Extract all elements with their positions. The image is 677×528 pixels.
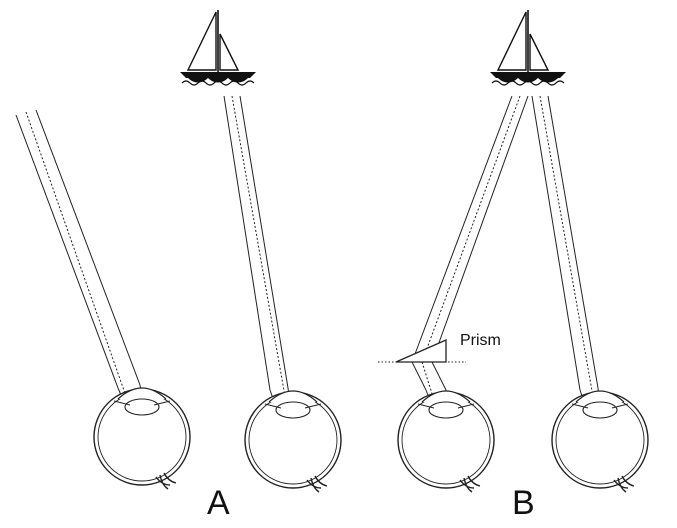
panel-b-label: B	[512, 484, 535, 522]
eye-icon	[93, 387, 191, 490]
panel-a: A	[15, 9, 342, 522]
prism-icon	[378, 339, 466, 363]
sailboat-icon	[489, 9, 567, 86]
left-eye-ray	[411, 95, 529, 471]
eye-icon	[397, 390, 495, 493]
eye-icon	[551, 390, 649, 493]
panel-b: Prism B	[378, 9, 649, 522]
panel-a-label: A	[207, 484, 230, 522]
eye-icon	[244, 390, 342, 493]
sailboat-icon	[179, 9, 257, 86]
prism-label: Prism	[460, 332, 501, 349]
